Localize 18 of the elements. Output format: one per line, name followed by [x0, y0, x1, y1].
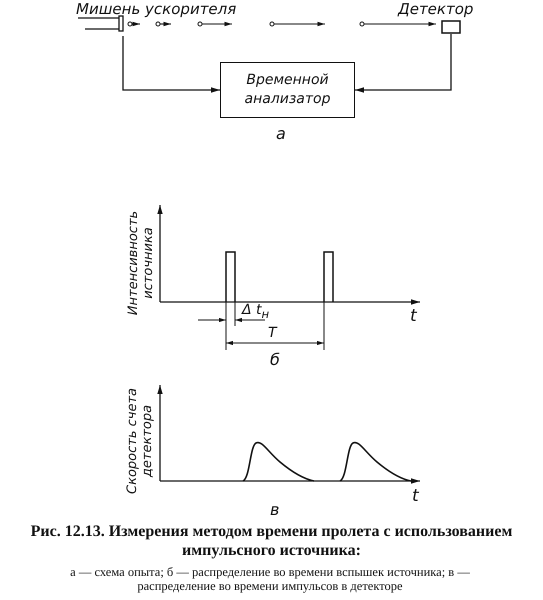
axis-label: Интенсивность источника	[126, 210, 156, 318]
figure-caption: Рис. 12.13. Измерения методом времени пролета с использованием импульсного источника:	[30, 522, 513, 560]
axis-label: t	[412, 486, 419, 506]
node-label: Временной анализатор	[244, 71, 332, 109]
panel-label: в	[270, 500, 280, 519]
detector-node	[398, 0, 476, 34]
axis-label: t	[410, 306, 417, 326]
analyzer-box	[220, 62, 355, 118]
arrow	[122, 36, 220, 93]
panel-label: а	[276, 124, 286, 143]
dimension-label: Δ t$_{н}$	[242, 302, 270, 321]
panel-label: б	[270, 350, 280, 369]
axis-label: Скорость счета детектора	[125, 387, 155, 496]
node-label: Детектор	[398, 0, 474, 18]
arrow	[355, 34, 452, 93]
caption-text: а — схема опыта; б — распределение во времени вспышек источника; в — распределение во времени импульсов в детекторе	[69, 565, 471, 593]
node-label: Мишень ускорителя	[76, 0, 236, 18]
dimension-label: T	[268, 325, 277, 341]
